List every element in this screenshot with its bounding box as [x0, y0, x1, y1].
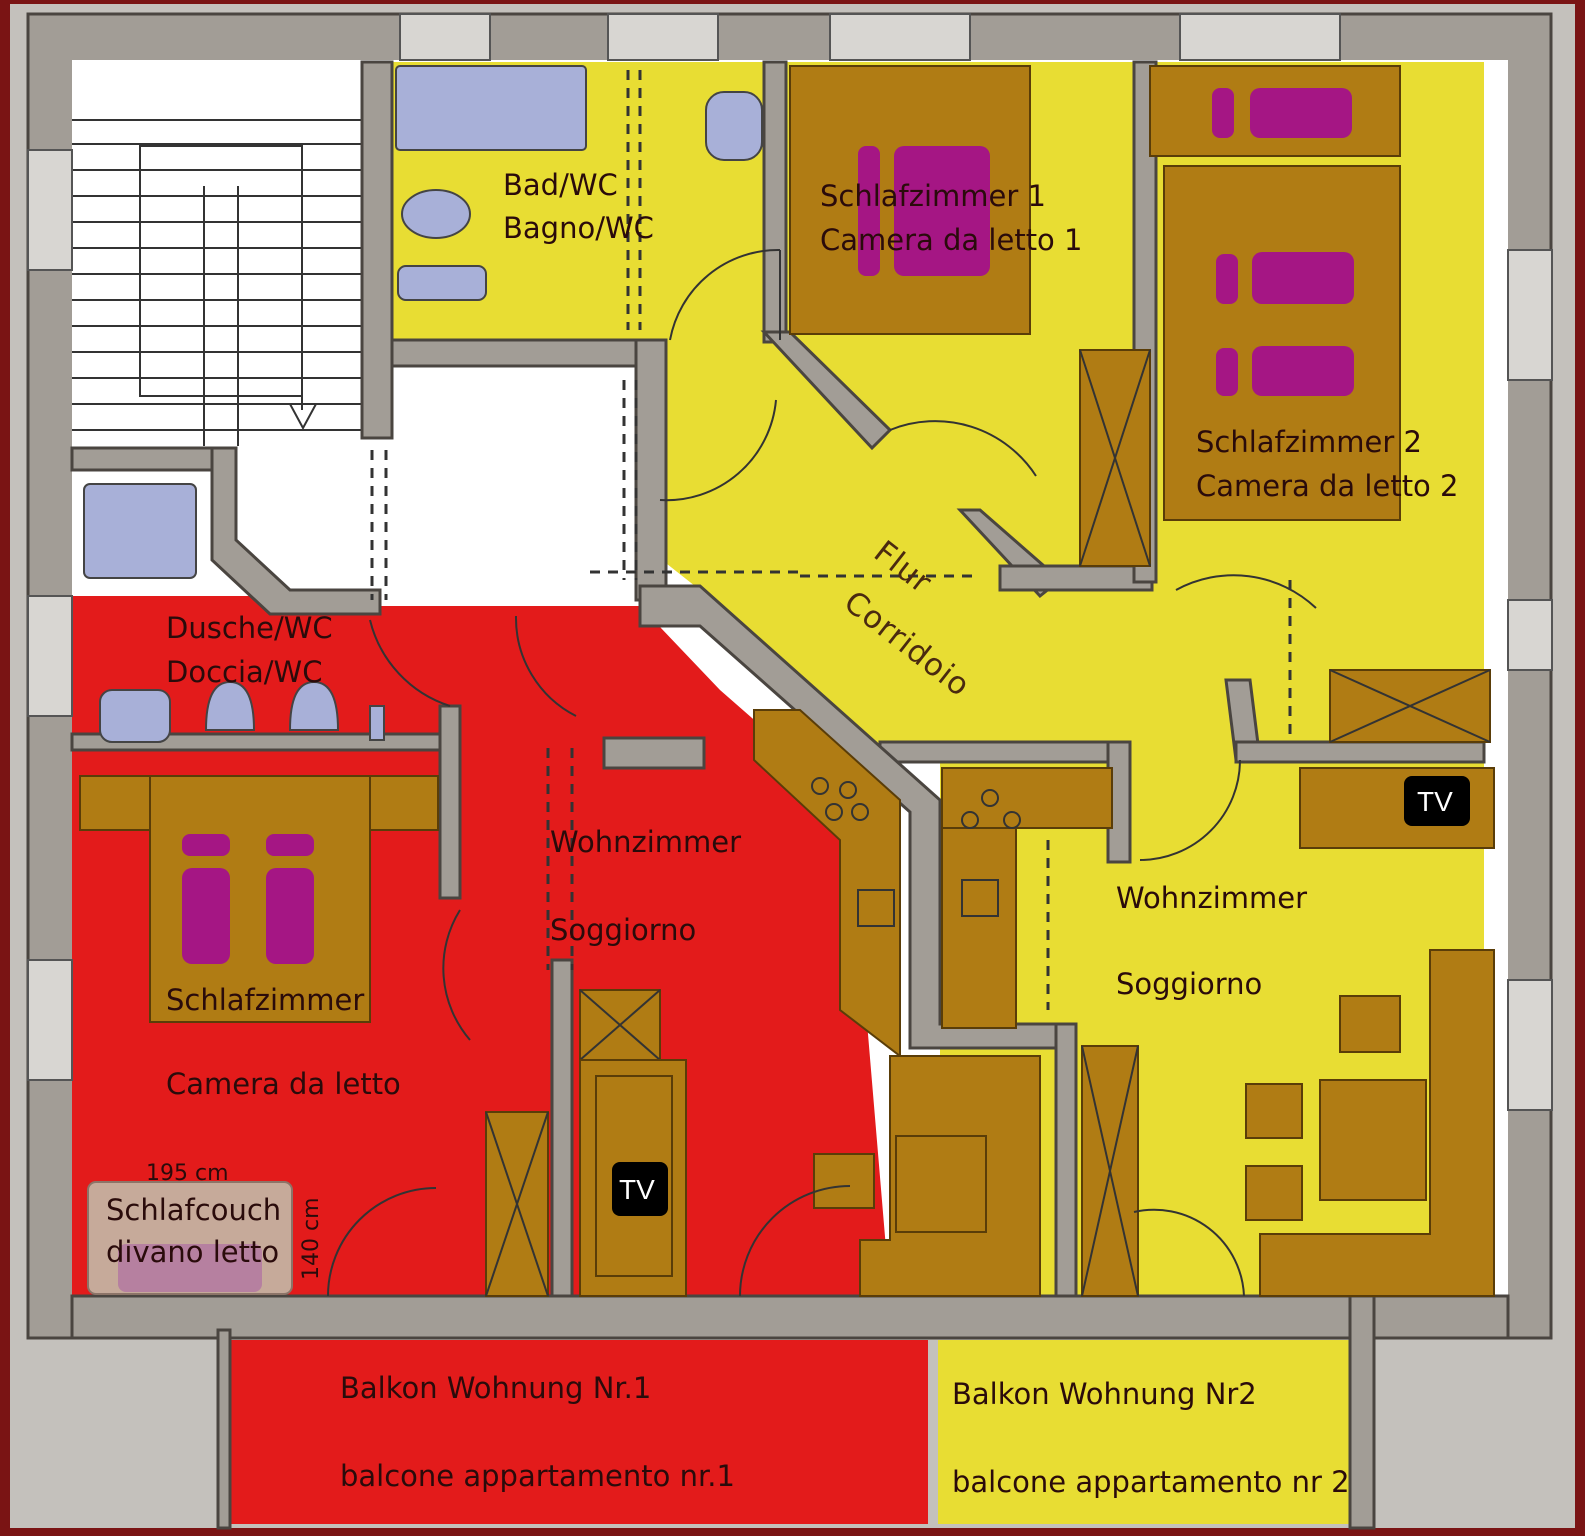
stair-arrow-icon: [288, 403, 318, 431]
doors: [327, 248, 1317, 1297]
balcony1-label-it: balcone appartamento nr.1: [340, 1459, 735, 1493]
shower-wc-label-de: Dusche/WC: [166, 611, 333, 645]
shower-bidet-icon: [288, 680, 340, 731]
tv-badge-apt1: TV: [612, 1162, 668, 1216]
bedroom-apt1-label-de: Schlafzimmer: [166, 983, 364, 1017]
sofa-bed-label-de: Schlafcouch: [106, 1193, 281, 1227]
balcony2-label-de: Balkon Wohnung Nr2: [952, 1377, 1257, 1411]
bedroom2-label-de: Schlafzimmer 2: [1196, 425, 1422, 459]
living2-label-it: Soggiorno: [1116, 967, 1262, 1001]
sofa-bed: Schlafcouch divano letto: [87, 1181, 293, 1295]
bath-wc-label-de: Bad/WC: [503, 168, 618, 202]
dashed-lines: [370, 70, 1292, 1010]
bidet-icon: [397, 265, 487, 301]
living2-label-de: Wohnzimmer: [1116, 881, 1307, 915]
bedroom-apt1-label-it: Camera da letto: [166, 1067, 401, 1101]
living1-label-de: Wohnzimmer: [550, 825, 741, 859]
stairwell: [72, 62, 362, 448]
sofa-bed-label-it: divano letto: [106, 1235, 279, 1269]
tv-label-apt1: TV: [619, 1174, 655, 1205]
bathtub-icon: [395, 65, 587, 151]
furniture: [79, 65, 1495, 1297]
bath-fixtures: [83, 65, 763, 743]
sofa-bed-cushion: [118, 1244, 262, 1292]
toilet-icon: [705, 91, 763, 161]
shower-toilet-icon: [204, 680, 256, 731]
balcony-2-area: [938, 1340, 1362, 1524]
bedroom1-label-it: Camera da letto 1: [820, 223, 1082, 257]
balcony2-label-it: balcone appartamento nr 2: [952, 1465, 1350, 1499]
sink-icon: [401, 189, 471, 239]
shower-wc-label-it: Doccia/WC: [166, 655, 322, 689]
shower-fixture-icon: [369, 705, 385, 741]
tv-label-apt2: TV: [1417, 786, 1453, 817]
windows: [27, 13, 1553, 1111]
interior-walls: [70, 60, 1510, 1530]
sofa-bed-width-label: 195 cm: [146, 1161, 229, 1186]
shower-tray-icon: [83, 483, 197, 579]
bedroom1-label-de: Schlafzimmer 1: [820, 179, 1046, 213]
bedroom2-label-it: Camera da letto 2: [1196, 469, 1458, 503]
living1-label-it: Soggiorno: [550, 913, 696, 947]
tv-badge-apt2: TV: [1404, 776, 1470, 826]
shower-sink-icon: [99, 689, 171, 743]
balcony1-label-de: Balkon Wohnung Nr.1: [340, 1371, 651, 1405]
entrance-hall: [380, 366, 662, 606]
sofa-bed-depth-label: 140 cm: [299, 1197, 324, 1280]
bath-wc-label-it: Bagno/WC: [503, 211, 654, 245]
